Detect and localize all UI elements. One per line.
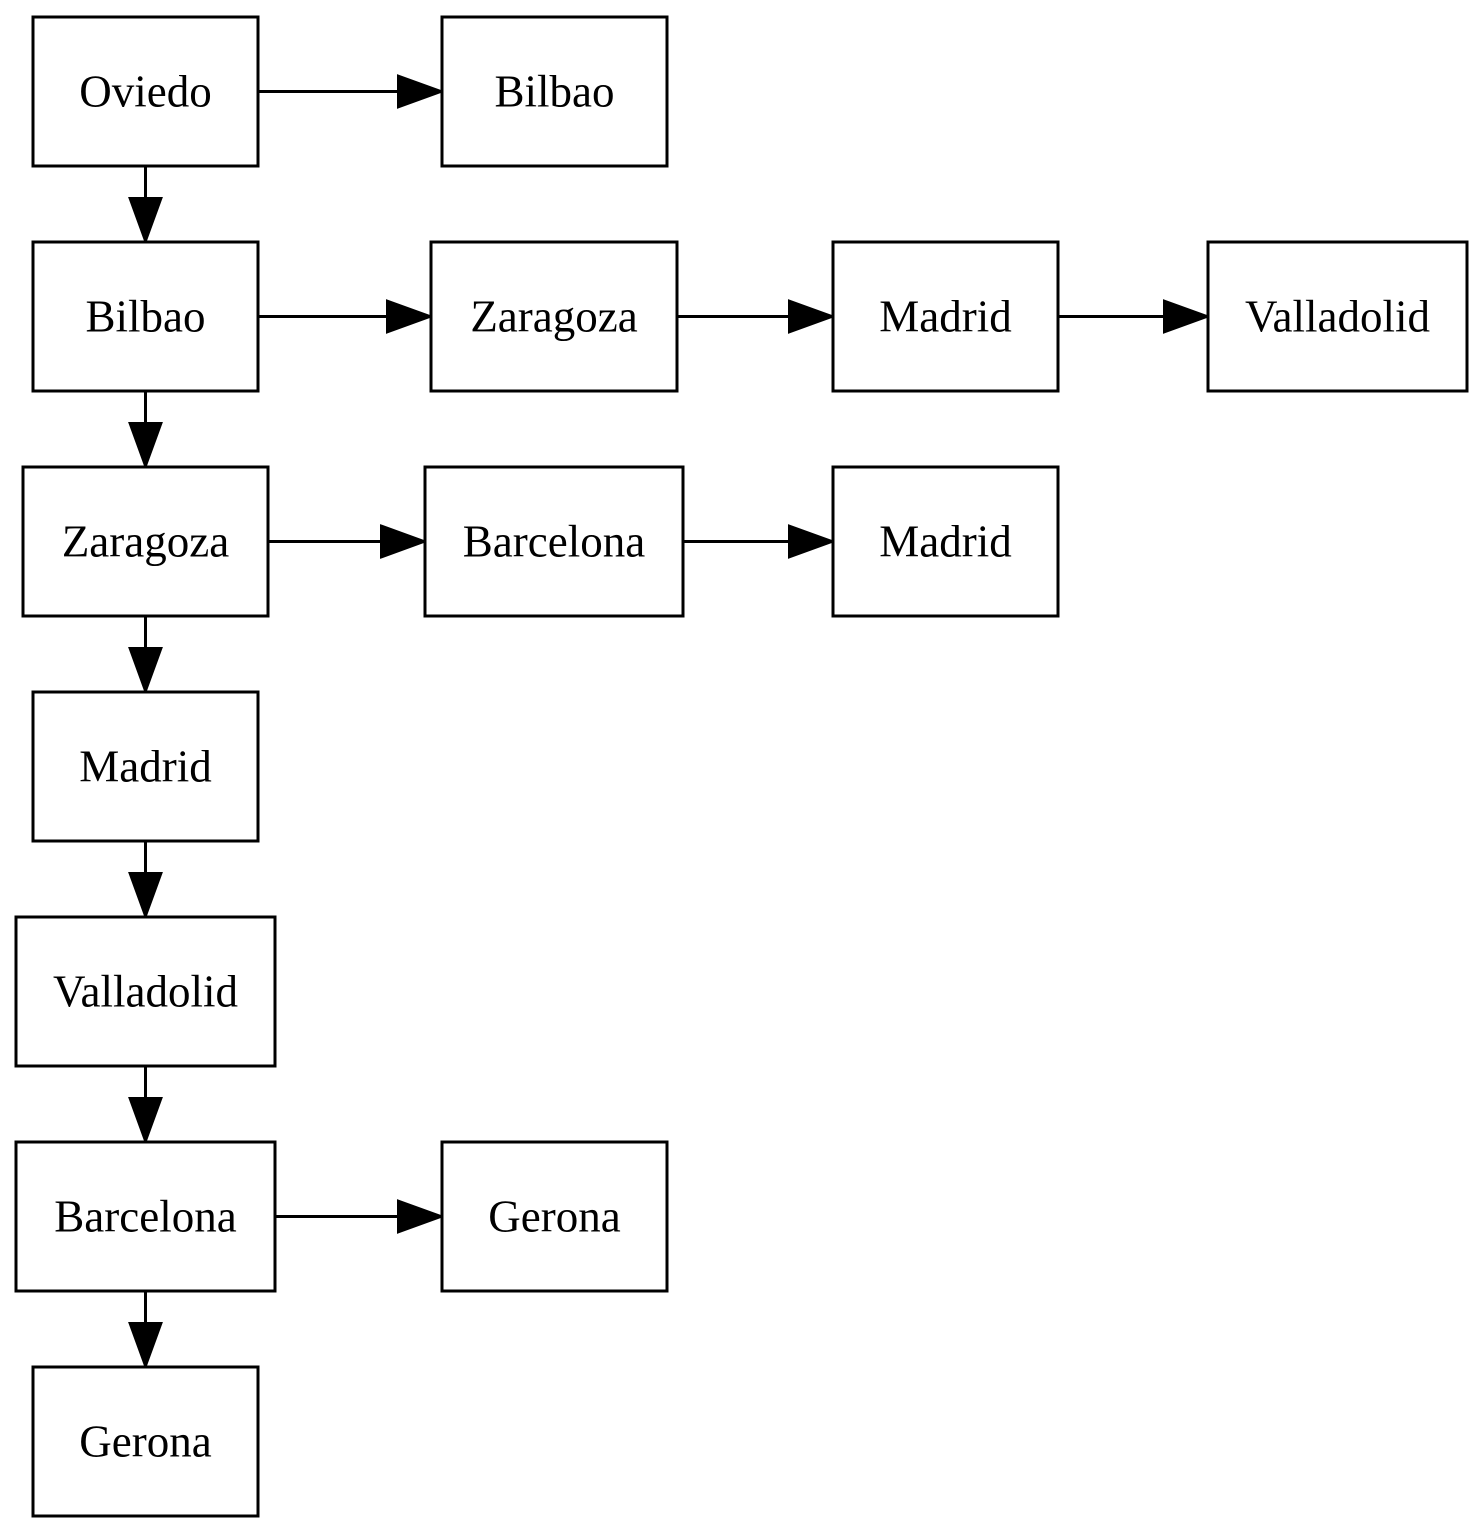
node-box [429,240,679,393]
node-label: Barcelona [54,1192,236,1242]
node-box [14,1140,277,1293]
node-box [831,240,1060,393]
arrow-head-icon [788,524,836,559]
node-label: Bilbao [495,67,615,117]
arrow-head-icon [128,647,163,695]
arrow-head-icon [380,524,428,559]
edge-n11-to-n12 [128,1066,163,1145]
node-box [31,15,260,168]
arrow-head-icon [1163,299,1211,334]
edge-n8-to-n9 [683,524,836,559]
edge-n12-to-n14 [128,1291,163,1370]
node-box [440,15,669,168]
node-n3: Bilbao [31,240,260,393]
node-box [423,465,685,618]
node-box [21,465,270,618]
node-n4: Zaragoza [429,240,679,393]
node-n8: Barcelona [423,465,685,618]
nodes-layer: Oviedo Bilbao Bilbao Zaragoza Madrid Val… [14,15,1469,1518]
node-n6: Valladolid [1206,240,1469,393]
node-label: Madrid [879,292,1011,342]
node-box [31,690,260,843]
node-label: Barcelona [463,517,645,567]
edge-n4-to-n5 [677,299,836,334]
node-box [14,915,277,1068]
arrow-head-icon [397,74,445,109]
node-n1: Oviedo [31,15,260,168]
arrow-head-icon [128,197,163,245]
arrow-head-icon [788,299,836,334]
node-box [31,1365,260,1518]
edge-n3-to-n4 [258,299,434,334]
edge-n12-to-n13 [275,1199,445,1234]
arrow-head-icon [386,299,434,334]
node-n9: Madrid [831,465,1060,618]
node-box [831,465,1060,618]
edge-n1-to-n3 [128,166,163,245]
arrow-head-icon [128,422,163,470]
node-label: Oviedo [79,67,211,117]
node-label: Valladolid [53,967,238,1017]
arrow-head-icon [128,872,163,920]
node-box [1206,240,1469,393]
node-label: Madrid [79,742,211,792]
node-box [31,240,260,393]
node-n10: Madrid [31,690,260,843]
edge-n10-to-n11 [128,841,163,920]
node-n11: Valladolid [14,915,277,1068]
node-label: Madrid [879,517,1011,567]
node-box [440,1140,669,1293]
arrow-head-icon [128,1322,163,1370]
node-label: Gerona [488,1192,620,1242]
node-label: Bilbao [86,292,206,342]
node-n2: Bilbao [440,15,669,168]
node-n13: Gerona [440,1140,669,1293]
edge-n7-to-n8 [268,524,428,559]
node-label: Valladolid [1245,292,1430,342]
node-n5: Madrid [831,240,1060,393]
node-label: Zaragoza [62,517,229,567]
node-n14: Gerona [31,1365,260,1518]
edge-n3-to-n7 [128,391,163,470]
edge-n5-to-n6 [1058,299,1211,334]
node-n7: Zaragoza [21,465,270,618]
arrow-head-icon [397,1199,445,1234]
edge-n1-to-n2 [258,74,445,109]
node-n12: Barcelona [14,1140,277,1293]
node-label: Zaragoza [470,292,637,342]
edges-layer [128,74,1211,1370]
edge-n7-to-n10 [128,616,163,695]
node-label: Gerona [79,1417,211,1467]
arrow-head-icon [128,1097,163,1145]
